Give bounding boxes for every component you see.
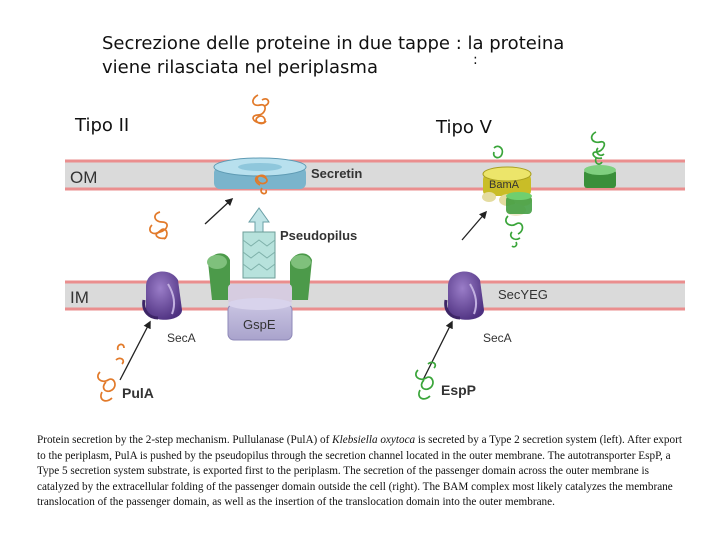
im-label: IM (70, 288, 89, 307)
seca-left-label: SecA (167, 331, 196, 345)
espp-protein-chains (415, 131, 606, 400)
bama-complex (482, 166, 532, 216)
arrow-type-ii (204, 197, 234, 225)
title-line-2: viene rilasciata nel periplasma (102, 57, 378, 78)
secyeg-label: SecYEG (498, 287, 548, 302)
figure-caption: Protein secretion by the 2-step mechanis… (37, 433, 687, 511)
title-line-1: Secrezione delle proteine in due tappe :… (102, 33, 565, 54)
outer-membrane: OM (65, 159, 685, 191)
espp-label: EspP (441, 382, 476, 398)
secretion-diagram: OM IM Secretin Pseudopilus (65, 94, 685, 402)
pseudopilus (242, 207, 276, 279)
title-colon: : (473, 52, 478, 68)
caption-organism: Klebsiella oxytoca (332, 434, 416, 446)
seca-complex-right (444, 271, 484, 320)
om-label: OM (70, 168, 97, 187)
arrow-type-v (461, 210, 488, 241)
gspe-label: GspE (243, 317, 276, 332)
gsp-inner-membrane-platform (207, 253, 312, 341)
bama-label: BamA (489, 179, 520, 191)
pseudopilus-label: Pseudopilus (280, 228, 357, 243)
secretin-label: Secretin (311, 166, 362, 181)
seca-right-label: SecA (483, 331, 512, 345)
pula-protein-chains (97, 94, 270, 402)
translocation-domain-barrel (584, 165, 616, 188)
caption-part-2: is secreted by a Type 2 secretion system… (37, 434, 682, 509)
arrow-pula-export (119, 320, 151, 381)
type-v-label: Tipo V (436, 117, 492, 138)
pula-label: PulA (122, 385, 154, 401)
caption-part-1: Protein secretion by the 2-step mechanis… (37, 434, 333, 446)
arrow-espp-export (422, 320, 453, 381)
seca-complex-left (142, 271, 182, 320)
secretin-channel (213, 157, 307, 189)
type-ii-label: Tipo II (75, 115, 130, 136)
